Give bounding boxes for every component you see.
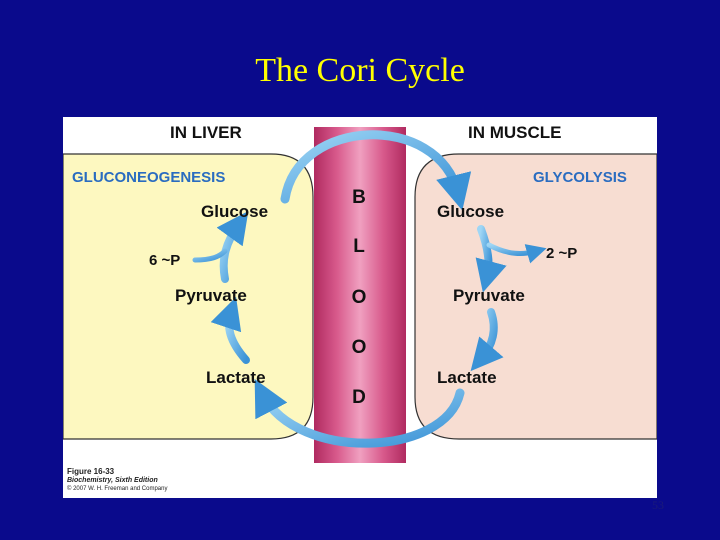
top-transport-arrow xyxy=(280,130,472,211)
liver-glucose-label: Glucose xyxy=(201,202,268,221)
liver-heading: IN LIVER xyxy=(170,123,242,142)
muscle-lactate-label: Lactate xyxy=(437,368,497,387)
slide-title: The Cori Cycle xyxy=(255,52,465,89)
liver-pyruvate-label: Pyruvate xyxy=(175,286,247,305)
liver-panel xyxy=(63,153,314,440)
figure-book: Biochemistry, Sixth Edition xyxy=(67,477,158,484)
muscle-pyruvate-label: Pyruvate xyxy=(453,286,525,305)
muscle-heading: IN MUSCLE xyxy=(468,123,562,142)
liver-lactate-to-pyruvate-arrow xyxy=(210,296,250,364)
cori-cycle-figure: IN LIVER IN MUSCLE GLUCONEOGENESIS GLYCO… xyxy=(63,117,657,498)
blood-letter-d: D xyxy=(352,387,366,408)
blood-letter-o1: O xyxy=(352,287,367,308)
blood-letter-b: B xyxy=(352,187,366,208)
muscle-panel xyxy=(414,153,657,440)
muscle-energy-label: 2 ~P xyxy=(546,245,577,262)
blood-vessel xyxy=(314,127,406,463)
muscle-pyruvate-to-lactate-arrow xyxy=(470,308,504,372)
muscle-glucose-to-pyruvate-arrow xyxy=(475,225,507,293)
figure-caption: Figure 16-33 Biochemistry, Sixth Edition… xyxy=(67,467,167,494)
bottom-transport-arrow xyxy=(254,379,465,448)
liver-lactate-label: Lactate xyxy=(206,368,266,387)
muscle-energy-output-arrow xyxy=(486,242,547,264)
slide-number: 53 xyxy=(652,498,664,512)
blood-letter-o2: O xyxy=(352,337,367,358)
figure-number: Figure 16-33 xyxy=(67,467,115,476)
liver-energy-label: 6 ~P xyxy=(149,252,180,269)
blood-letter-l: L xyxy=(353,236,365,257)
liver-process-label: GLUCONEOGENESIS xyxy=(72,169,225,186)
muscle-process-label: GLYCOLYSIS xyxy=(533,169,627,186)
liver-energy-input-arrow xyxy=(192,248,228,263)
figure-copyright: © 2007 W. H. Freeman and Company xyxy=(67,486,168,492)
muscle-glucose-label: Glucose xyxy=(437,202,504,221)
cori-cycle-diagram: IN LIVER IN MUSCLE GLUCONEOGENESIS GLYCO… xyxy=(63,123,657,463)
